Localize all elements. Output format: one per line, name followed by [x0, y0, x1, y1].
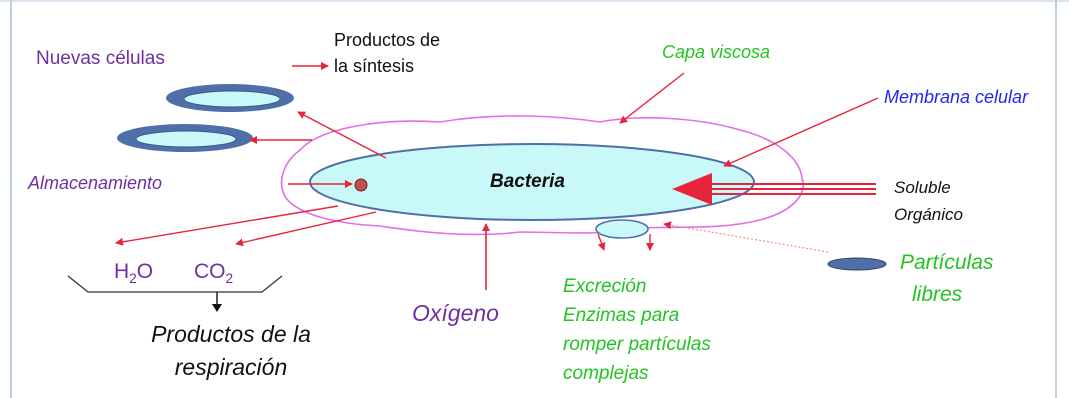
label-co2: CO2 — [194, 260, 234, 286]
bacteria-cell — [309, 143, 755, 221]
label-productos-respiracion-line2: respiración — [174, 354, 288, 381]
arrow-capa-viscosa — [619, 72, 685, 124]
frame-border-top — [0, 0, 1069, 2]
label-particulas-line2: libres — [912, 283, 963, 306]
label-excrecion-line1: Excreción — [563, 276, 647, 297]
label-oxigeno: Oxígeno — [412, 300, 499, 326]
label-particulas-line1: Partículas — [900, 251, 994, 274]
arrow-h2o — [115, 205, 339, 246]
label-soluble: Soluble — [894, 178, 951, 197]
label-membrana-celular: Membrana celular — [884, 87, 1029, 107]
free-particle — [827, 257, 887, 271]
label-bacteria: Bacteria — [490, 171, 565, 192]
label-nuevas-celulas: Nuevas células — [36, 48, 165, 69]
frame-border-left — [10, 0, 12, 398]
capa-viscosa-outline — [280, 115, 804, 236]
label-productos-sintesis-line1: Productos de — [334, 30, 441, 50]
label-capa-viscosa: Capa viscosa — [662, 42, 771, 62]
respiration-bracket-arrowhead — [212, 304, 222, 312]
label-productos-respiracion-line1: Productos de la — [151, 321, 311, 347]
frame-border-right — [1055, 0, 1057, 398]
label-h2o: H2O — [114, 260, 154, 286]
new-cell-2 — [117, 124, 253, 152]
soluble-organic-arrow — [672, 173, 876, 205]
label-almacenamiento: Almacenamiento — [28, 173, 163, 193]
arrow-particulas-libres — [663, 221, 829, 253]
excretion-vesicle — [595, 219, 649, 239]
storage-granule — [354, 178, 368, 192]
label-productos-respiracion: Productos de la respiración — [106, 318, 356, 385]
label-excrecion-line4: complejas — [563, 363, 649, 384]
label-organico: Orgánico — [894, 205, 963, 224]
label-productos-sintesis-line2: la síntesis — [334, 56, 415, 76]
arrow-new-cell-1 — [297, 111, 387, 159]
respiration-bracket — [67, 275, 283, 293]
new-cell-1 — [166, 84, 294, 112]
arrow-co2 — [235, 211, 377, 247]
label-excrecion-line3: romper partículas — [563, 334, 711, 355]
arrow-membrana-celular — [723, 97, 879, 167]
arrow-excretion-left — [597, 233, 606, 251]
label-excrecion-line2: Enzimas para — [563, 305, 680, 326]
